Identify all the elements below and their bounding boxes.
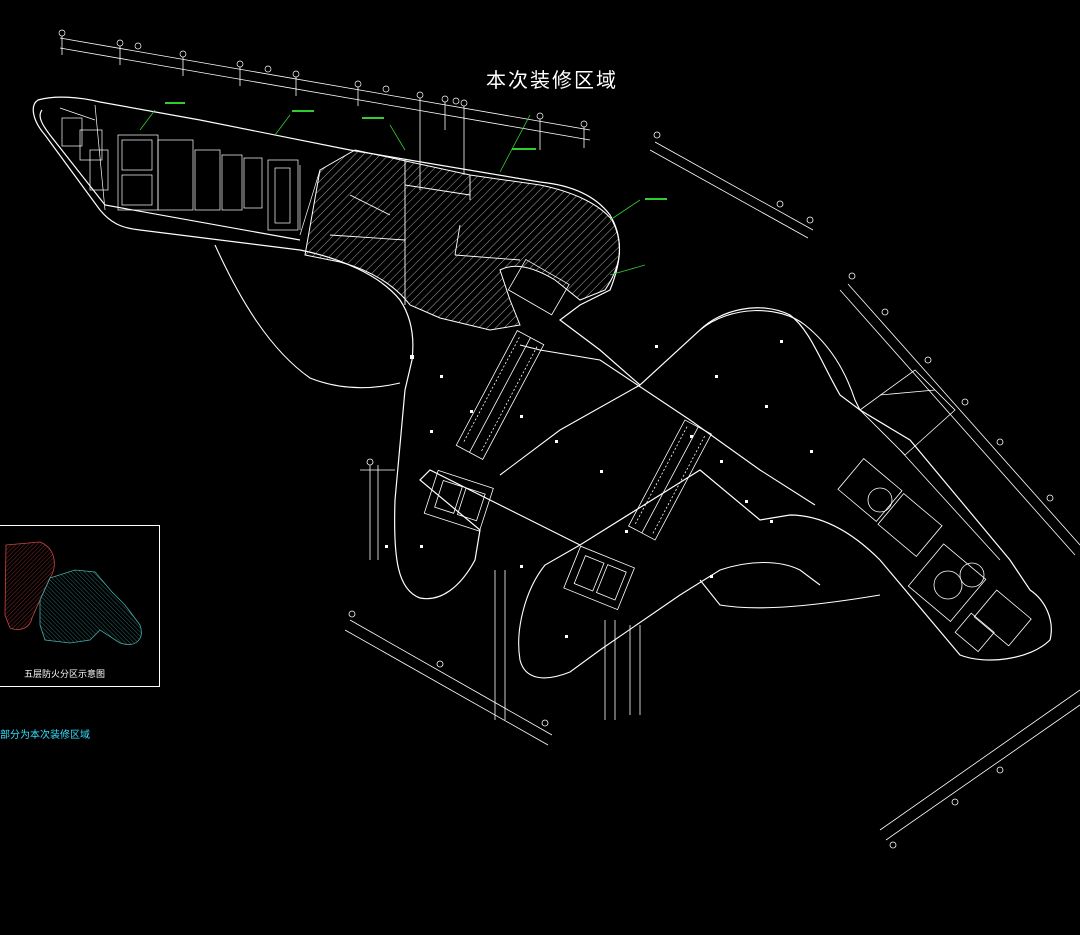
lower-left-dimension-line	[344, 458, 641, 746]
lower-wing[interactable]	[214, 244, 881, 679]
right-upper-dimension-line	[649, 131, 814, 239]
upper-wing-rooms	[59, 104, 321, 236]
annotation-leaders	[139, 109, 646, 276]
right-dimension-line	[839, 272, 1080, 556]
annotation-tags	[165, 102, 667, 200]
escalators	[455, 330, 712, 541]
renovation-area-title: 本次装修区域	[486, 68, 618, 92]
legend-text: 部分为本次装修区域	[0, 730, 90, 741]
upper-wing[interactable]	[32, 96, 1052, 661]
inset-caption: 五层防火分区示意图	[24, 670, 106, 680]
columns	[385, 340, 813, 638]
lower-right-dimension-line	[879, 689, 1080, 849]
renovation-area-hatch[interactable]	[304, 149, 620, 331]
top-dimension-line	[58, 29, 591, 190]
cores	[423, 258, 635, 611]
right-wing-rooms	[837, 369, 1032, 653]
inset-fire-zone-diagram	[4, 541, 142, 645]
hatch-zone-grid	[329, 160, 521, 305]
inset-fire-zone-box	[0, 525, 160, 687]
